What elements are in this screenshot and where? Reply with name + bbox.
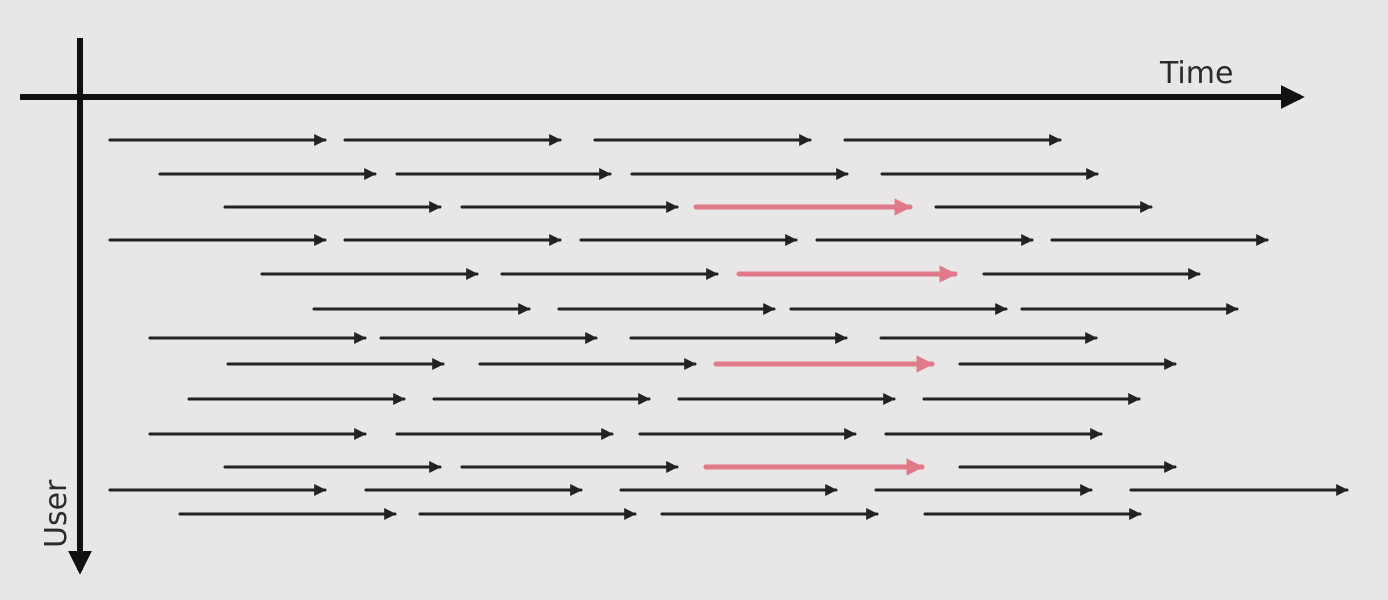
session-arrows <box>108 134 1349 520</box>
time-axis-label: Time <box>1159 56 1233 91</box>
user-axis-label: User <box>39 479 74 548</box>
